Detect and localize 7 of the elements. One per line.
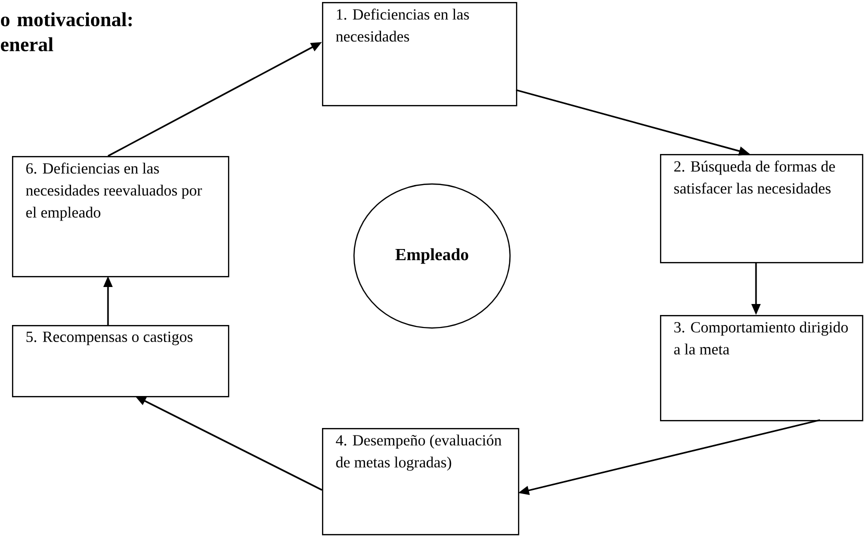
process-box: 5. Recompensas o castigos xyxy=(12,325,230,398)
process-box: 1. Deficiencias en las necesidades xyxy=(322,2,518,106)
title: o motivacional: eneral xyxy=(0,12,132,52)
process-box: 2. Búsqueda de formas de satisfacer las necesidades xyxy=(660,154,864,264)
process-box: 6. Deficiencias en las necesidades reevaluados por el empleado xyxy=(12,156,230,278)
process-box: 3. Comportamiento dirigido a la meta xyxy=(660,315,864,422)
process-box: 4. Desempeño (evaluación de metas logradas) xyxy=(322,428,520,536)
